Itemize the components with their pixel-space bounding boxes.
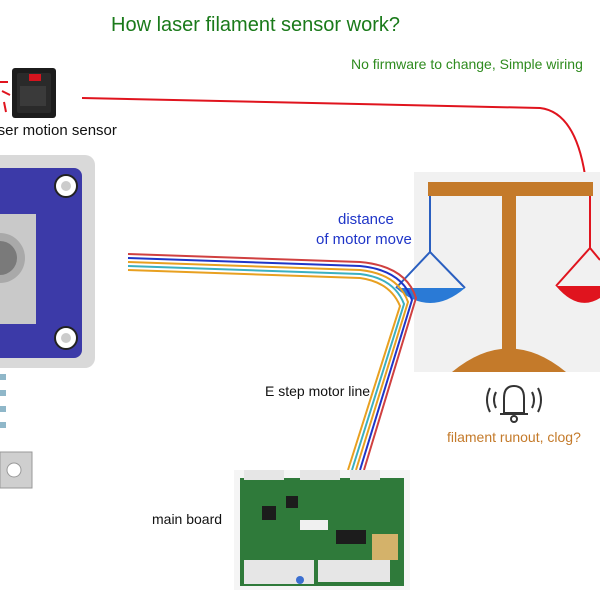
- diagram-subtitle: No firmware to change, Simple wiring: [351, 56, 583, 72]
- distance-label-line2: of motor move: [316, 231, 412, 248]
- bell-icon: [486, 384, 542, 423]
- main-board-label: main board: [152, 511, 223, 527]
- stepper-motor: [0, 155, 95, 489]
- e-step-label: E step motor line: [265, 383, 371, 399]
- main-board: [234, 470, 410, 590]
- laser-marks: [0, 81, 11, 113]
- sensor-signal-line: [81, 97, 591, 261]
- ribbon-cable: [127, 253, 418, 471]
- diagram-title: How laser filament sensor work?: [111, 14, 400, 36]
- sensor-label: laser motion sensor: [0, 122, 117, 139]
- distance-label-line1: distance: [338, 211, 394, 228]
- filament-sensor-device: [12, 68, 56, 118]
- runout-label: filament runout, clog?: [447, 429, 581, 445]
- balance-scale: [395, 182, 600, 372]
